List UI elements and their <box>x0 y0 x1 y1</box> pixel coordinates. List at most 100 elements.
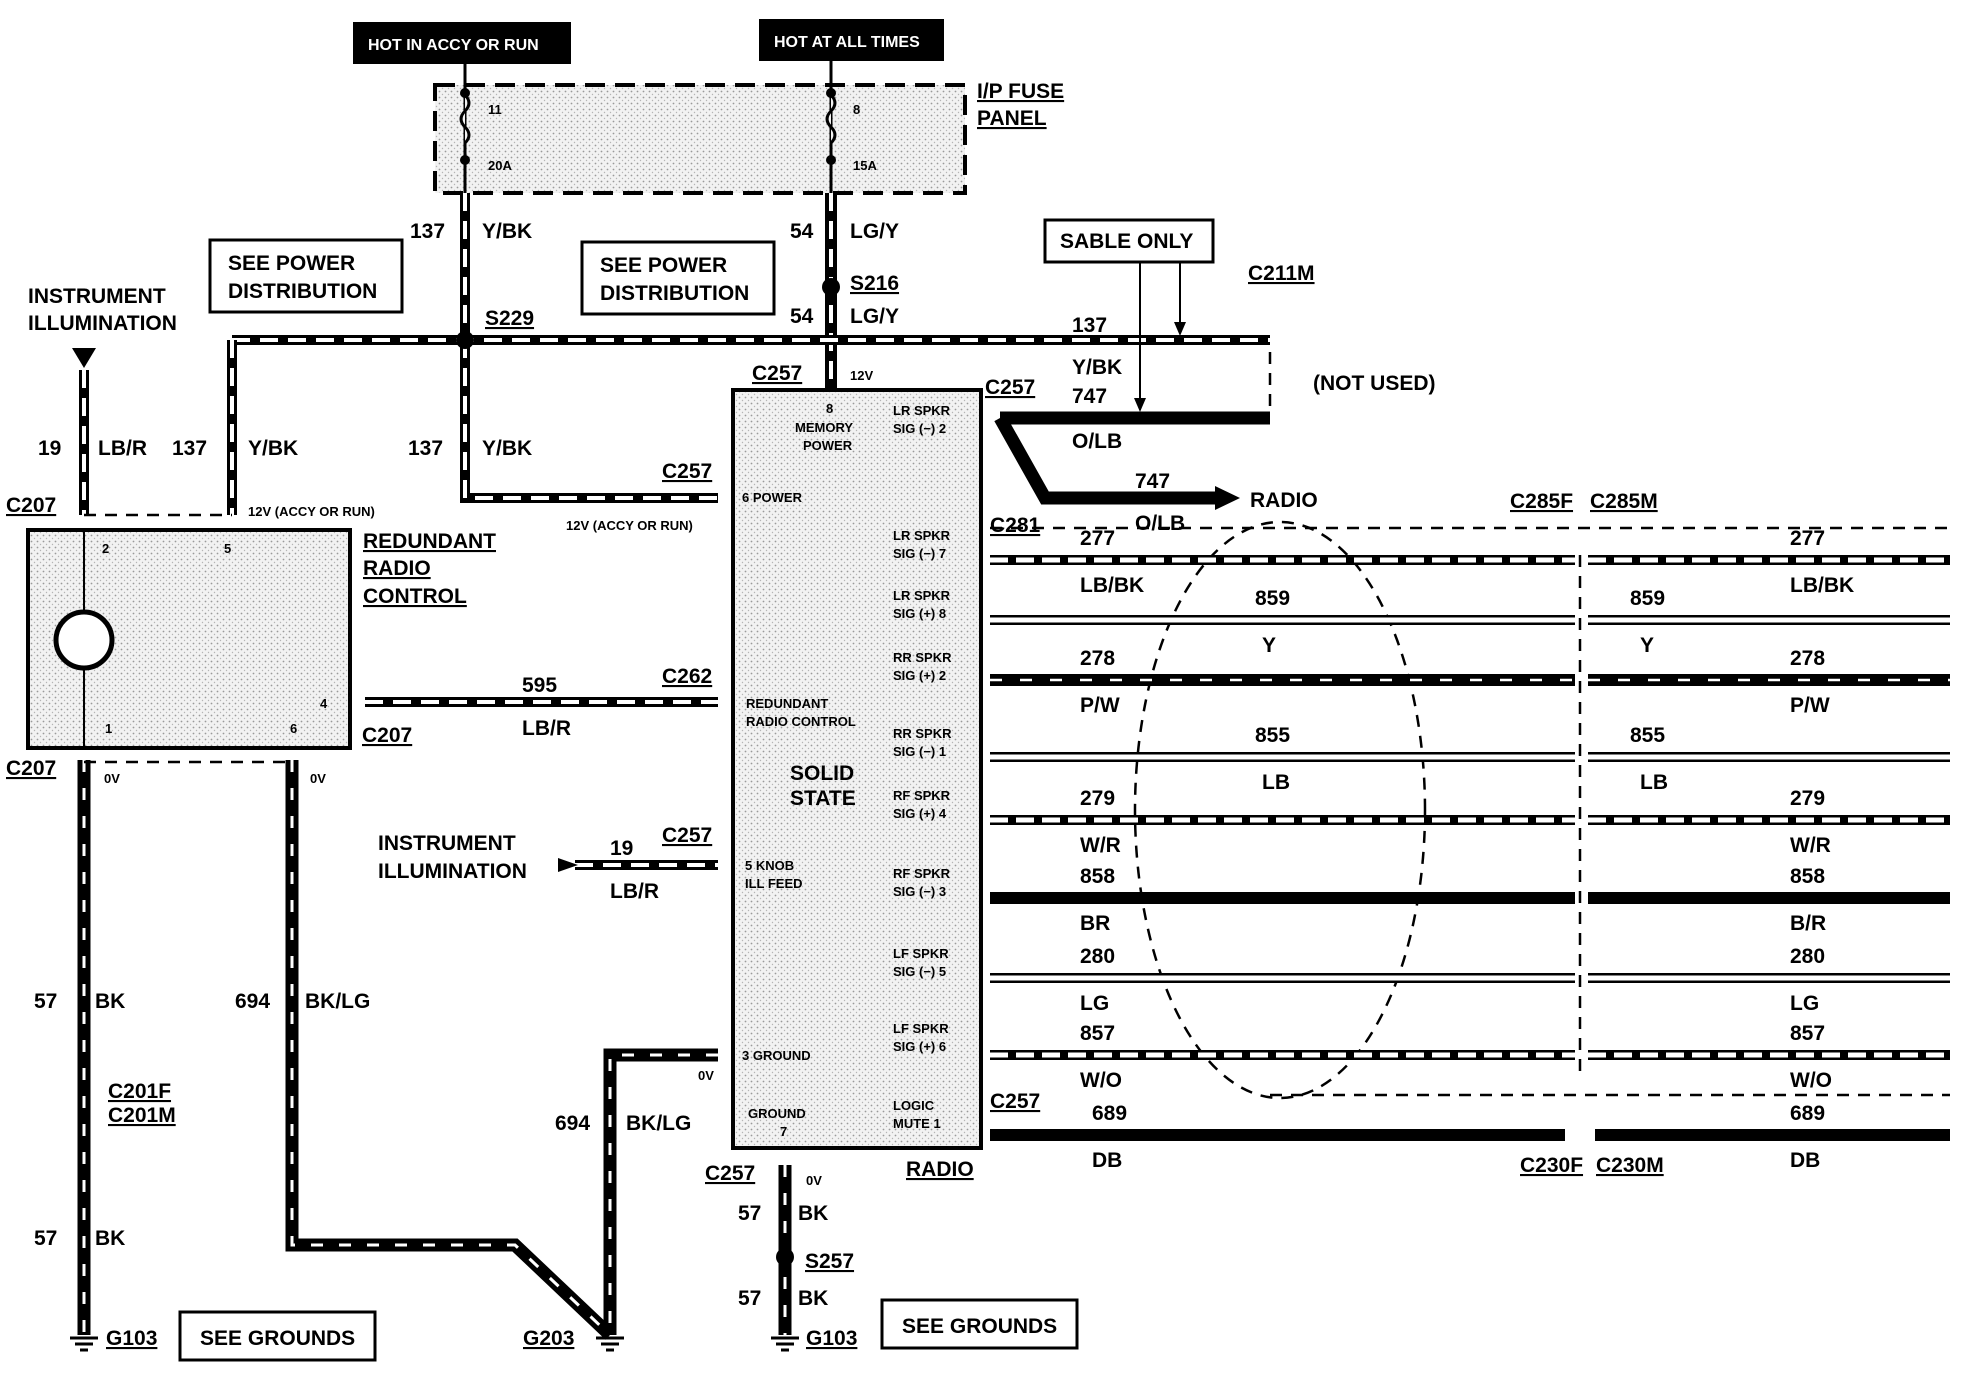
svg-text:BK/LG: BK/LG <box>305 990 370 1013</box>
radio-pin-label: LOGIC <box>893 1098 935 1113</box>
wire-num-left: 278 <box>1080 647 1115 670</box>
svg-text:137: 137 <box>1072 314 1107 337</box>
wire-num-right: 279 <box>1790 787 1825 810</box>
svg-text:54: 54 <box>790 305 814 328</box>
conn-c207-mid: C207 <box>362 724 412 747</box>
wire-color-left: W/O <box>1080 1069 1122 1092</box>
fuse-8-label: 8 <box>853 102 860 117</box>
speaker-wires: 277LB/BK277LB/BK859Y859Y278P/W278P/W855L… <box>990 527 1950 1172</box>
svg-text:BK: BK <box>798 1287 828 1310</box>
svg-text:8: 8 <box>826 401 833 416</box>
conn-c257-gnd: C257 <box>705 1162 755 1185</box>
svg-text:57: 57 <box>738 1202 761 1225</box>
svg-text:O/LB: O/LB <box>1072 430 1122 453</box>
svg-text:LG/Y: LG/Y <box>850 305 899 328</box>
svg-text:BK/LG: BK/LG <box>626 1112 691 1135</box>
svg-text:12V (ACCY OR RUN): 12V (ACCY OR RUN) <box>248 504 375 519</box>
radio-pin-signal: SIG (−) 7 <box>893 546 946 561</box>
connector-labels: C211M S229 S216 C257 C257 C257 C207 C207… <box>6 262 1664 1350</box>
wire-color-right: P/W <box>1790 694 1830 717</box>
wire-color-right: B/R <box>1790 912 1826 935</box>
svg-text:PANEL: PANEL <box>977 107 1047 130</box>
conn-c230f: C230F <box>1520 1154 1583 1177</box>
svg-text:1: 1 <box>105 721 112 736</box>
svg-text:LB/R: LB/R <box>610 880 659 903</box>
svg-text:137: 137 <box>410 220 445 243</box>
radio-pin-label: RR SPKR <box>893 650 952 665</box>
conn-c230m: C230M <box>1596 1154 1664 1177</box>
conn-s257: S257 <box>805 1250 854 1273</box>
svg-text:O/LB: O/LB <box>1135 512 1185 535</box>
radio-pin-signal: SIG (+) 8 <box>893 606 946 621</box>
instrument-illumination-label-a: INSTRUMENT <box>28 285 166 308</box>
svg-text:Y/BK: Y/BK <box>248 437 298 460</box>
wire-color-right: LG <box>1790 992 1819 1015</box>
svg-text:RADIO: RADIO <box>363 557 431 580</box>
wire-color-right: LB <box>1640 771 1668 794</box>
wire-color-left: LG <box>1080 992 1109 1015</box>
instrument-illumination-label-b2: ILLUMINATION <box>378 860 527 883</box>
svg-text:694: 694 <box>555 1112 590 1135</box>
conn-c285m: C285M <box>1590 490 1658 513</box>
radio-pin-label: LR SPKR <box>893 403 951 418</box>
svg-text:137: 137 <box>172 437 207 460</box>
wire-num-right: 689 <box>1790 1102 1825 1125</box>
radio-pin-signal: SIG (−) 5 <box>893 964 946 979</box>
svg-text:57: 57 <box>34 990 57 1013</box>
wire-color-right: W/O <box>1790 1069 1832 1092</box>
wire-num-left: 855 <box>1255 724 1290 747</box>
svg-text:19: 19 <box>38 437 61 460</box>
wire-color-right: W/R <box>1790 834 1831 857</box>
fuse-8-amp: 15A <box>853 158 877 173</box>
note-see-grounds-a: SEE GROUNDS <box>178 1310 377 1362</box>
svg-text:Y/BK: Y/BK <box>1072 356 1122 379</box>
wire-color-right: Y <box>1640 634 1654 657</box>
wire-color-left: DB <box>1092 1149 1122 1172</box>
svg-text:REDUNDANT: REDUNDANT <box>746 696 828 711</box>
svg-text:LG/Y: LG/Y <box>850 220 899 243</box>
fuse-11-amp: 20A <box>488 158 512 173</box>
conn-c281: C281 <box>990 514 1041 537</box>
conn-c257-top: C257 <box>752 362 802 385</box>
svg-text:Y/BK: Y/BK <box>482 437 532 460</box>
svg-text:SEE POWER: SEE POWER <box>600 254 727 277</box>
ground-g203: G203 <box>523 1327 574 1350</box>
svg-text:SEE POWER: SEE POWER <box>228 252 355 275</box>
splice-s257-dot <box>776 1248 794 1266</box>
radio-unit: 8 MEMORY POWER 6 POWER REDUNDANT RADIO C… <box>731 388 983 1181</box>
svg-text:BK: BK <box>95 1227 125 1250</box>
svg-text:6 POWER: 6 POWER <box>742 490 803 505</box>
conn-s229: S229 <box>485 307 534 330</box>
note-see-grounds-b: SEE GROUNDS <box>880 1298 1079 1350</box>
wire-num-right: 855 <box>1630 724 1665 747</box>
svg-text:747: 747 <box>1072 385 1107 408</box>
ground-symbols <box>70 1336 799 1352</box>
svg-text:LB/R: LB/R <box>98 437 147 460</box>
wire-num-left: 277 <box>1080 527 1115 550</box>
twisted-pair-shield <box>1133 520 1427 1100</box>
svg-text:5 KNOB: 5 KNOB <box>745 858 794 873</box>
svg-text:POWER: POWER <box>803 438 853 453</box>
conn-c207-top: C207 <box>6 494 56 517</box>
svg-text:57: 57 <box>738 1287 761 1310</box>
svg-text:3 GROUND: 3 GROUND <box>742 1048 811 1063</box>
not-used-note: (NOT USED) <box>1313 372 1436 395</box>
svg-text:595: 595 <box>522 674 557 697</box>
conn-c201f: C201F <box>108 1080 171 1103</box>
ground-g103-b: G103 <box>806 1327 857 1350</box>
wire-num-right: 280 <box>1790 945 1825 968</box>
radio-pin-label: LR SPKR <box>893 528 951 543</box>
svg-text:57: 57 <box>34 1227 57 1250</box>
svg-text:DISTRIBUTION: DISTRIBUTION <box>228 280 377 303</box>
radio-destination-label: RADIO <box>1250 489 1318 512</box>
svg-text:I/P FUSE: I/P FUSE <box>977 80 1064 103</box>
svg-text:SOLID: SOLID <box>790 762 854 785</box>
radio-pin-label: LF SPKR <box>893 946 949 961</box>
svg-text:4: 4 <box>320 696 328 711</box>
